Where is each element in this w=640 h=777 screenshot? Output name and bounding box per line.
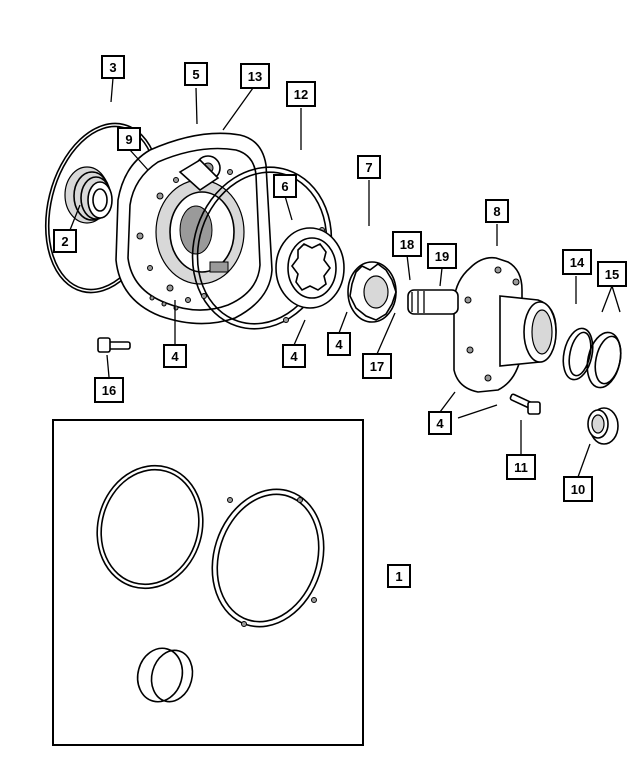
svg-text:9: 9 [125, 132, 132, 147]
svg-text:1: 1 [395, 569, 402, 584]
svg-text:14: 14 [570, 255, 585, 270]
label-6: 6 [273, 174, 297, 198]
svg-text:8: 8 [493, 204, 500, 219]
label-19: 19 [427, 243, 457, 269]
reaction-shaft-support-part-8 [407, 256, 557, 393]
svg-text:4: 4 [290, 349, 298, 364]
label-4b: 4 [282, 344, 306, 368]
label-4d: 4 [428, 411, 452, 435]
svg-text:3: 3 [109, 60, 116, 75]
label-3: 3 [101, 55, 125, 79]
label-8: 8 [485, 199, 509, 223]
svg-text:16: 16 [102, 383, 116, 398]
label-18: 18 [392, 231, 422, 257]
bolt-part-16 [97, 337, 131, 353]
seal-ring-part-14 [562, 327, 594, 381]
svg-text:12: 12 [294, 87, 308, 102]
spring-part-2 [64, 166, 113, 224]
svg-text:15: 15 [605, 267, 619, 282]
svg-text:13: 13 [248, 69, 262, 84]
label-17: 17 [362, 353, 392, 379]
label-1: 1 [387, 564, 411, 588]
leader-lines [65, 77, 621, 478]
bolt-part-11 [509, 393, 541, 415]
label-12: 12 [286, 81, 316, 107]
svg-text:2: 2 [61, 234, 68, 249]
label-16: 16 [94, 377, 124, 403]
svg-text:19: 19 [435, 249, 449, 264]
kit-box [52, 419, 364, 746]
svg-text:6: 6 [281, 179, 288, 194]
label-15: 15 [597, 261, 627, 287]
svg-text:4: 4 [436, 416, 444, 431]
svg-text:10: 10 [571, 482, 585, 497]
label-10: 10 [563, 476, 593, 502]
label-4c: 4 [327, 332, 351, 356]
label-2: 2 [53, 229, 77, 253]
pump-body-part-5 [115, 132, 273, 325]
inner-gear-part-7 [347, 261, 397, 323]
label-9: 9 [117, 127, 141, 151]
svg-text:11: 11 [514, 460, 528, 475]
label-14: 14 [562, 249, 592, 275]
svg-text:18: 18 [400, 237, 414, 252]
svg-text:5: 5 [192, 67, 199, 82]
label-5: 5 [184, 62, 208, 86]
svg-text:7: 7 [365, 160, 372, 175]
label-7: 7 [357, 155, 381, 179]
svg-text:17: 17 [370, 359, 384, 374]
outer-gear-part-6 [275, 227, 345, 309]
svg-text:4: 4 [171, 349, 179, 364]
label-4a: 4 [163, 344, 187, 368]
svg-text:4: 4 [335, 337, 343, 352]
seal-ring-part-15 [586, 331, 622, 389]
label-13: 13 [240, 63, 270, 89]
label-11: 11 [506, 454, 536, 480]
bushing-part-10 [587, 407, 619, 445]
